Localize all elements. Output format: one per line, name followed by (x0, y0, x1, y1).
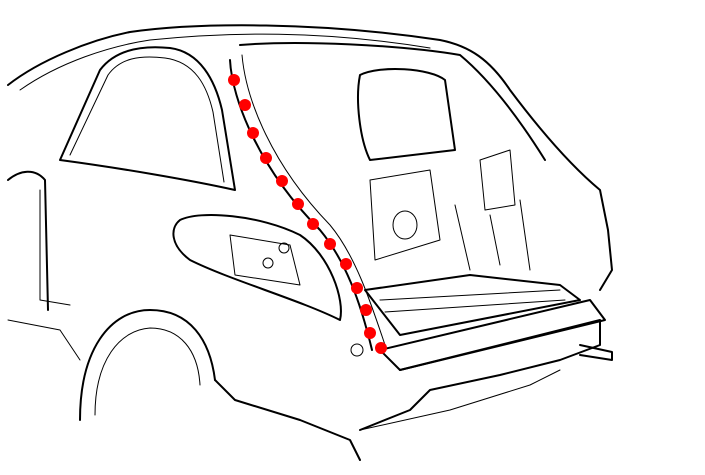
cargo-floor (364, 274, 581, 336)
rear-panel (379, 299, 606, 371)
clip-location-marker (276, 175, 288, 187)
clip-location-marker (239, 99, 251, 111)
filler-hole (350, 343, 364, 357)
lower-body (214, 379, 361, 461)
clip-location-marker (360, 304, 372, 316)
marker-group (228, 74, 387, 354)
bumper (359, 319, 601, 431)
floor-rib (379, 289, 561, 301)
clip-location-marker (340, 258, 352, 270)
wheel-arch-inner (94, 327, 201, 416)
rear-pillar-bracket (479, 149, 516, 211)
interior-window (357, 67, 456, 161)
tailgate-opening-left-inner (241, 54, 386, 346)
fastener-hole (278, 242, 290, 254)
clip-location-marker (292, 198, 304, 210)
clip-location-marker (324, 238, 336, 250)
tailgate-opening-top (239, 42, 546, 161)
speaker-opening (392, 210, 418, 240)
side-window-inner (69, 56, 225, 183)
clip-location-marker (364, 327, 376, 339)
quarter-lower-line (7, 319, 81, 361)
exhaust-pipe (579, 344, 613, 361)
clip-location-marker (307, 218, 319, 230)
fastener-hole (262, 257, 274, 269)
bumper-lower (359, 369, 561, 431)
interior-brace (454, 199, 531, 271)
inner-wheelhouse (369, 169, 441, 261)
roof-inner-line (19, 33, 431, 91)
tail-light-opening (172, 214, 342, 321)
roof-outline (7, 24, 613, 291)
clip-location-marker (228, 74, 240, 86)
door-edge (7, 170, 49, 311)
clip-location-marker (247, 127, 259, 139)
side-window (59, 46, 236, 191)
clip-location-marker (375, 342, 387, 354)
clip-location-marker (260, 152, 272, 164)
rear-wheel-arch (79, 309, 216, 421)
clip-location-marker (351, 282, 363, 294)
tail-light-inner (229, 234, 301, 286)
floor-rib (384, 299, 566, 313)
door-line (39, 189, 71, 306)
